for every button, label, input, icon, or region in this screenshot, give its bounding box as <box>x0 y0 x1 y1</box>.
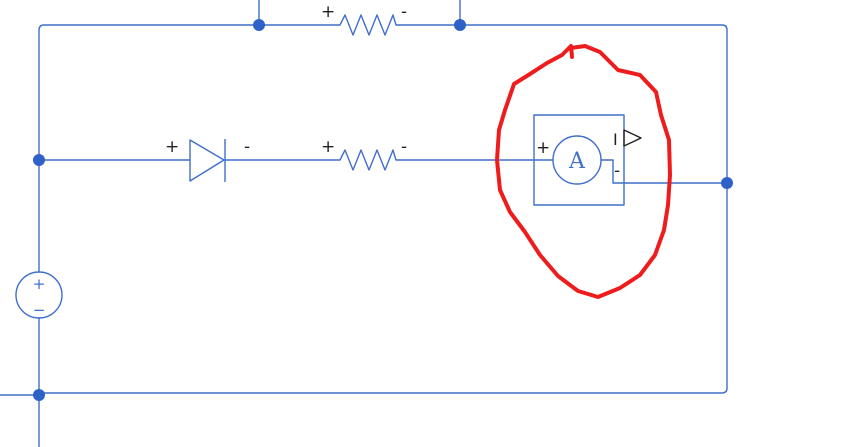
wire-right-lower <box>38 182 728 394</box>
junction-node[interactable] <box>33 154 45 166</box>
ammeter-box <box>533 114 625 206</box>
ammeter-block[interactable]: A + - I <box>533 114 642 206</box>
resistor-zigzag <box>332 149 400 171</box>
middle-resistor-minus-label: - <box>401 137 407 157</box>
top-resistor-minus-label: - <box>401 2 407 22</box>
voltage-source[interactable]: + − <box>15 271 63 319</box>
diode-triangle <box>189 139 225 182</box>
wire-top-left <box>38 24 260 161</box>
top-resistor-plus-label: + <box>321 2 335 22</box>
ammeter-plus-label: + <box>536 138 550 158</box>
annotation-freehand-circle <box>495 44 672 299</box>
middle-resistor[interactable]: + - <box>321 137 407 171</box>
diode-plus-label: + <box>165 137 179 157</box>
voltage-source-circle <box>15 271 63 319</box>
ammeter-minus-label: - <box>614 161 620 181</box>
ammeter-circle <box>552 135 602 185</box>
wires <box>0 0 728 447</box>
junction-node[interactable] <box>721 177 733 189</box>
voltage-source-plus-label: + <box>33 275 46 293</box>
diode[interactable]: + - <box>165 137 250 182</box>
middle-resistor-plus-label: + <box>321 137 335 157</box>
voltage-source-minus-label: − <box>33 301 46 319</box>
output-port-arrow-icon[interactable] <box>623 129 642 147</box>
junctions <box>33 19 733 401</box>
junction-node[interactable] <box>454 19 466 31</box>
top-resistor[interactable]: + - <box>321 2 407 36</box>
ammeter-symbol: A <box>568 149 586 174</box>
diode-minus-label: - <box>244 137 250 157</box>
wire-top-right <box>459 24 728 184</box>
ammeter-output-port-label: I <box>613 130 618 149</box>
junction-node[interactable] <box>33 389 45 401</box>
resistor-zigzag <box>332 14 400 36</box>
junction-node[interactable] <box>253 19 265 31</box>
